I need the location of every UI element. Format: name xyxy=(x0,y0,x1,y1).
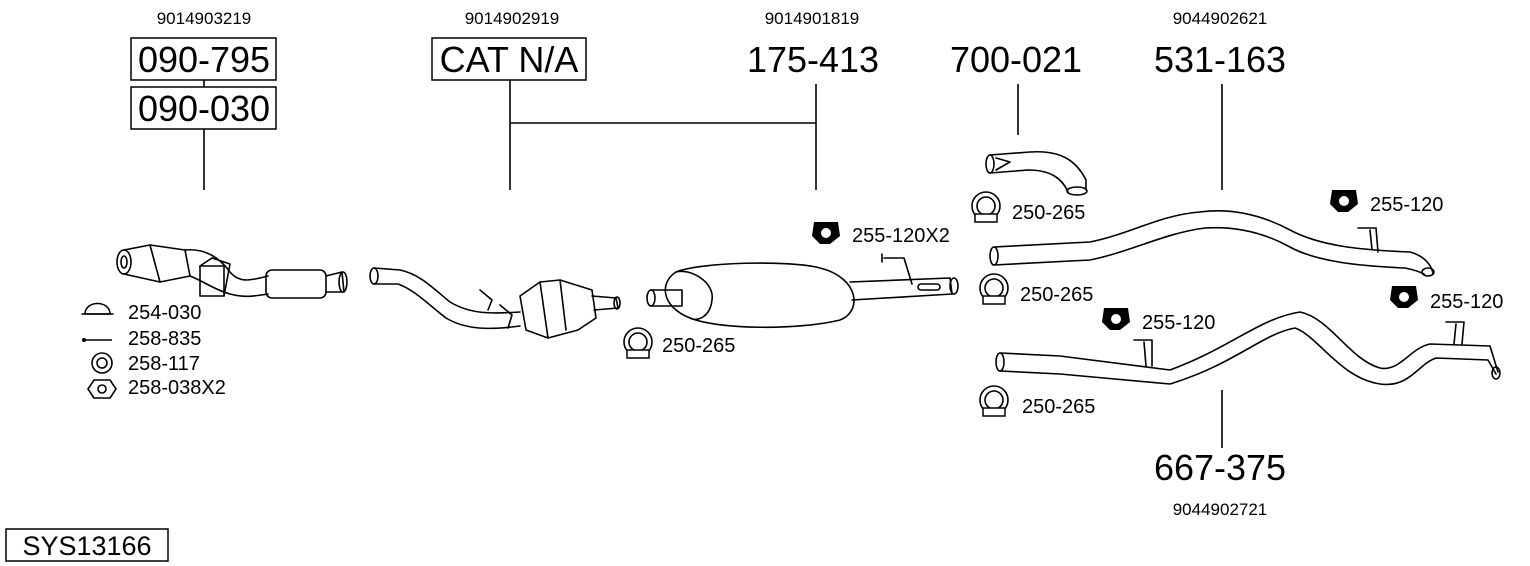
nut-icon xyxy=(87,379,117,399)
accessory-250-265-tailpipe[interactable]: 250-265 xyxy=(1012,202,1085,224)
part-box-090-795 xyxy=(130,37,277,81)
part-number-090-795[interactable]: 090-795 xyxy=(138,39,270,80)
part-number-cat[interactable]: CAT N/A xyxy=(440,39,579,80)
accessory-255-120-right[interactable]: 255-120 xyxy=(1430,291,1503,313)
part-number-090-030[interactable]: 090-030 xyxy=(138,88,270,129)
washer-icon xyxy=(91,352,113,374)
accessory-258-117[interactable]: 258-117 xyxy=(128,353,200,375)
bolt-icon xyxy=(82,338,112,342)
accessory-258-835[interactable]: 258-835 xyxy=(128,328,201,350)
accessory-255-120-middle[interactable]: 255-120 xyxy=(1142,312,1215,334)
part-number-175-413[interactable]: 175-413 xyxy=(747,39,879,80)
oem-number-middle: 9014901819 xyxy=(765,9,860,28)
part-number-667-375[interactable]: 667-375 xyxy=(1154,447,1286,488)
tailpipe-drawing xyxy=(985,150,1088,196)
hanger-icon xyxy=(1102,308,1130,330)
oem-number-rear-upper: 9044902621 xyxy=(1173,9,1268,28)
oem-number-front: 9014903219 xyxy=(157,9,252,28)
system-id: SYS13166 xyxy=(22,531,151,561)
part-number-700-021[interactable]: 700-021 xyxy=(950,39,1082,80)
clamp-icon xyxy=(979,385,1009,417)
accessory-258-038x2[interactable]: 258-038X2 xyxy=(128,377,226,399)
part-box-090-030 xyxy=(130,86,277,130)
accessory-255-120x2[interactable]: 255-120X2 xyxy=(852,225,950,247)
part-number-531-163[interactable]: 531-163 xyxy=(1154,39,1286,80)
part-box-cat xyxy=(431,37,587,81)
clamp-icon xyxy=(971,191,1001,223)
oem-number-cat: 9014902919 xyxy=(465,9,560,28)
system-id-box xyxy=(5,528,169,562)
middle-silencer-drawing xyxy=(646,253,959,329)
clamp-icon xyxy=(623,327,653,359)
accessory-250-265-cat[interactable]: 250-265 xyxy=(662,335,735,357)
hanger-icon xyxy=(1390,286,1418,308)
hanger-icon xyxy=(812,222,840,244)
catalyst-drawing xyxy=(369,267,621,339)
hanger-icon xyxy=(1330,190,1358,212)
accessory-254-030[interactable]: 254-030 xyxy=(128,302,201,324)
rear-pipe-upper-drawing xyxy=(989,210,1435,277)
rear-pipe-lower-drawing xyxy=(995,311,1501,386)
clamp-icon xyxy=(979,273,1009,305)
accessory-255-120-upper[interactable]: 255-120 xyxy=(1370,194,1443,216)
clamp-icon xyxy=(81,302,114,315)
oem-number-rear-lower: 9044902721 xyxy=(1173,500,1268,519)
front-pipe-drawing xyxy=(116,244,348,299)
accessory-250-265-lower[interactable]: 250-265 xyxy=(1022,396,1095,418)
accessory-250-265-upper[interactable]: 250-265 xyxy=(1020,284,1093,306)
